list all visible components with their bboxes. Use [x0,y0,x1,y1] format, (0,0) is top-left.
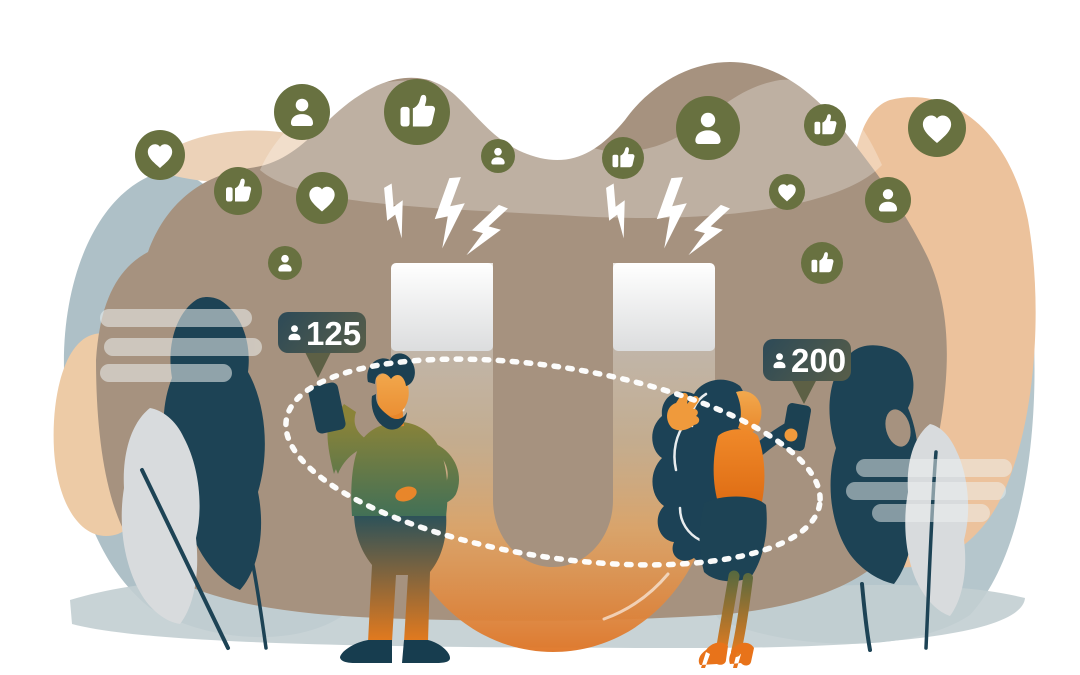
man-shoe-left [340,640,392,663]
thumbs-up-icon [384,79,450,145]
follower-count: 125 [306,315,361,352]
dotted-connection-path [283,356,823,568]
left-plants [100,297,268,650]
woman-figure [652,379,812,668]
floating-social-icons [135,79,966,284]
man-beard [371,394,407,430]
person-icon [865,177,911,223]
thumbs-up-icon [602,137,644,179]
magnet-pole-right [613,263,715,351]
heart-icon [135,130,185,180]
woman-raised-hand [667,392,700,431]
magnet-rim-highlight [602,572,670,621]
woman-heel-right [729,642,754,668]
badge-tail [790,377,818,404]
badge-tail [304,350,332,378]
man-arm-akimbo [410,444,460,506]
heart-icon [908,99,966,157]
man-shoe-right [402,640,450,663]
thumbs-up-icon [214,167,262,215]
right-leaf-hole [885,409,911,447]
man-phone [308,382,346,434]
man-pants [354,512,447,642]
magnet-pole-left [391,263,493,351]
left-plant-stem-diagonal [140,468,230,650]
right-plants [829,345,1012,652]
woman-leg [716,570,740,652]
left-plant-stem [250,558,268,650]
person-icon [274,84,330,140]
left-speed-lines [100,309,262,382]
person-icon [268,246,302,280]
man-hand-hip [395,486,417,502]
right-plant-stem [860,582,872,652]
woman-hand-phone [784,428,798,442]
heart-icon [296,172,348,224]
woman-heel-left [698,642,728,668]
badge-bubble [763,339,851,381]
person-icon [481,139,515,173]
follower-count: 200 [791,342,846,379]
woman-hair-highlight [678,506,702,542]
man-face [376,371,409,416]
right-speed-lines [846,459,1012,522]
person-icon [676,96,740,160]
follower-count-badge: 125 [278,312,366,378]
thumbs-up-icon [804,104,846,146]
thumbs-up-icon [801,242,843,284]
badge-bubble [278,312,366,353]
left-light-leaf [121,408,200,624]
heart-icon [769,174,805,210]
woman-top [713,429,765,512]
follower-count-badge: 200 [763,339,851,404]
